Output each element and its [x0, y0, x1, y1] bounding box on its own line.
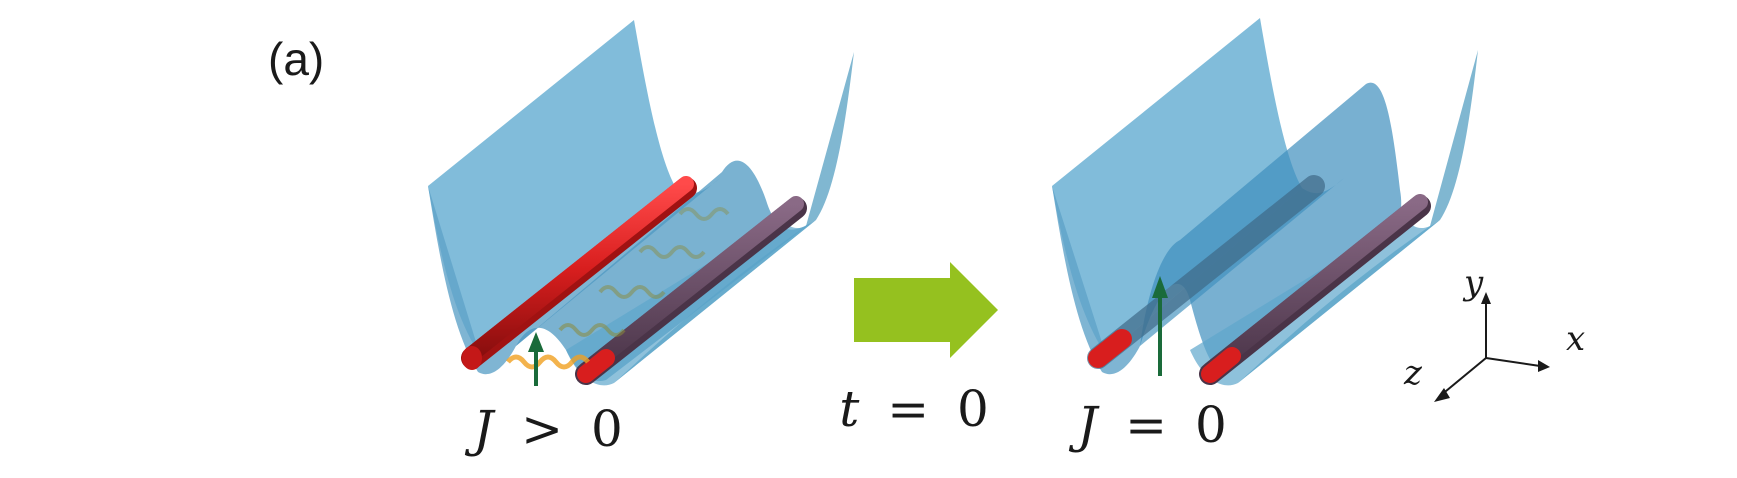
right-right-wire	[1199, 194, 1431, 385]
left-double-well	[428, 20, 854, 386]
wave-olive-4	[678, 207, 730, 221]
transition-arrow	[854, 262, 998, 358]
panel-label: (a)	[268, 33, 324, 85]
left-condition-label: J > 0	[464, 400, 623, 458]
right-left-wire	[1087, 175, 1325, 369]
wave-olive-3	[638, 245, 706, 259]
left-well-central-barrier	[516, 160, 812, 382]
tunneling-waves	[506, 207, 730, 370]
right-well-back-wall	[1052, 18, 1302, 355]
z-arrowhead	[1434, 388, 1450, 402]
transition-label: t = 0	[839, 380, 989, 438]
transition-arrow-shape	[854, 262, 998, 358]
wave-olive-2	[598, 285, 666, 299]
x-axis-label: x	[1566, 319, 1585, 359]
wave-olive-1	[558, 323, 626, 337]
x-arrowhead	[1538, 360, 1550, 372]
y-axis-label: y	[1462, 263, 1484, 303]
left-red-wire	[461, 176, 697, 370]
y-arrowhead	[1481, 292, 1491, 304]
right-green-arrow	[1152, 276, 1168, 376]
right-double-well	[1052, 18, 1478, 386]
right-condition-label: J = 0	[1068, 396, 1227, 454]
left-well-back-wall	[428, 20, 676, 355]
x-axis	[1485, 357, 1541, 367]
z-axis	[1439, 357, 1487, 397]
left-dark-wire	[575, 196, 807, 385]
z-axis-label: z	[1403, 353, 1423, 393]
left-green-arrow	[528, 332, 544, 386]
coordinate-axes	[1434, 292, 1550, 402]
wave-orange	[506, 354, 590, 370]
